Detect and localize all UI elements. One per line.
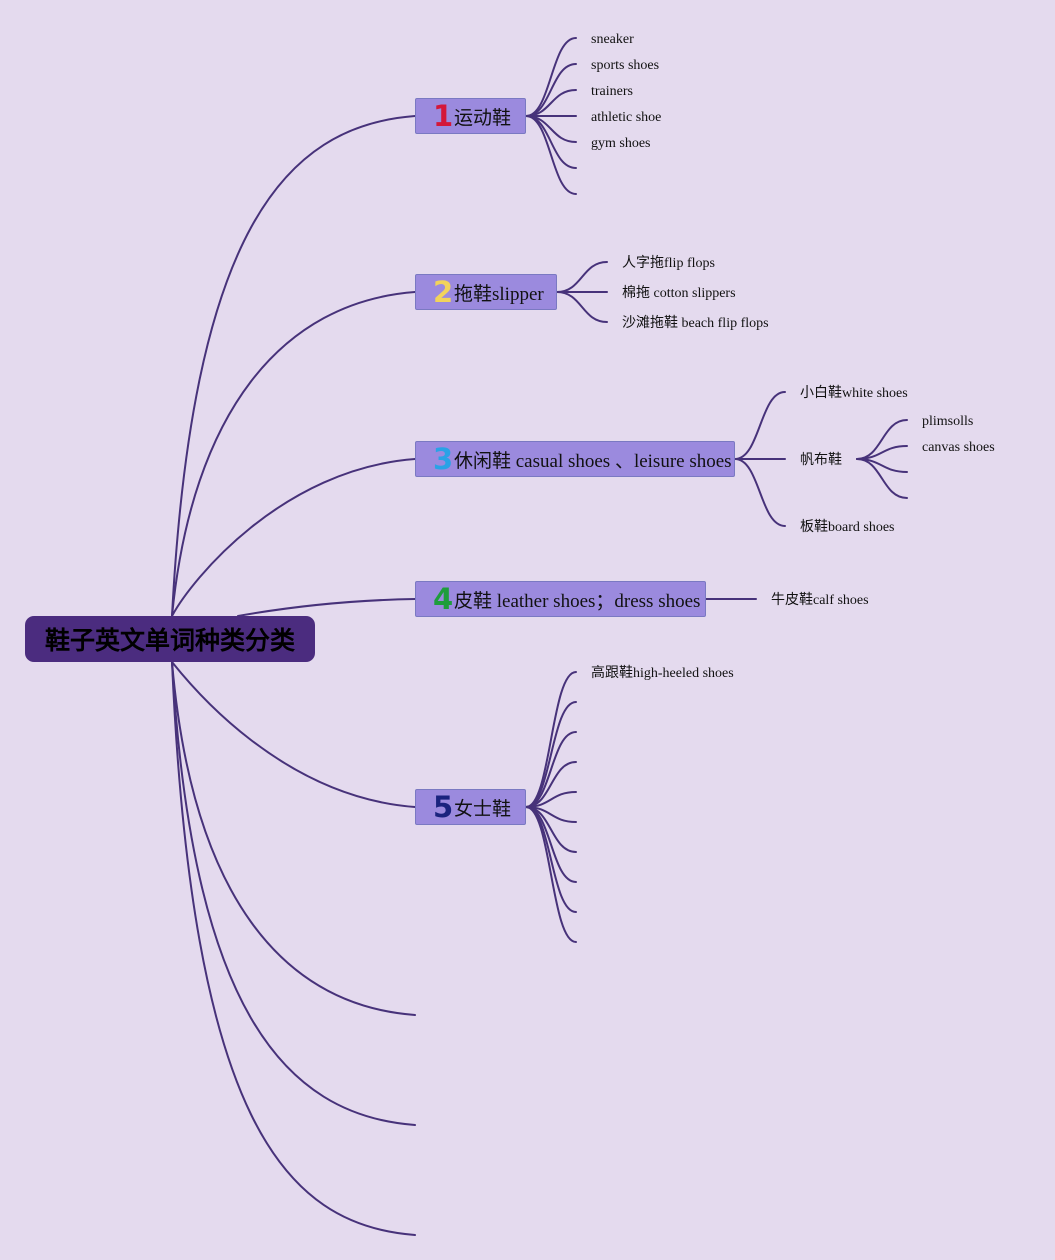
category-label: 休闲鞋 casual shoes 、leisure shoes: [454, 450, 732, 472]
leaf-item[interactable]: 沙滩拖鞋 beach flip flops: [622, 316, 769, 331]
root-connector: [171, 661, 416, 1236]
branch-connector: [525, 671, 577, 808]
root-title: 鞋子英文单词种类分类: [44, 626, 295, 655]
branch-connector: [525, 115, 577, 195]
branch-connector: [556, 261, 608, 293]
branch-connector: [856, 458, 908, 499]
number-badge-5: 5: [433, 789, 454, 824]
branch-connector: [525, 806, 577, 913]
root-connector: [171, 458, 416, 617]
subleaf-item[interactable]: plimsolls: [922, 414, 974, 429]
category-node-womens-shoes[interactable]: 5 女士鞋: [415, 789, 526, 825]
root-connector: [171, 661, 416, 808]
category-label: 运动鞋: [454, 107, 512, 129]
root-connector: [171, 661, 416, 1126]
leaf-item[interactable]: 棉拖 cotton slippers: [622, 286, 736, 301]
number-badge-1: 1: [433, 98, 454, 133]
leaf-item[interactable]: 小白鞋white shoes: [800, 386, 908, 401]
branch-connector: [734, 391, 786, 460]
category-label: 拖鞋slipper: [454, 283, 544, 305]
leaf-item[interactable]: 高跟鞋high-heeled shoes: [591, 666, 734, 681]
leaf-item[interactable]: sports shoes: [591, 58, 660, 73]
leaf-item[interactable]: sneaker: [591, 32, 634, 47]
root-connector: [171, 291, 416, 617]
leaf-item[interactable]: 牛皮鞋calf shoes: [771, 593, 869, 608]
category-node-leather-shoes[interactable]: 4 皮鞋 leather shoes；dress shoes: [415, 581, 706, 617]
category-node-sports-shoes[interactable]: 1 运动鞋: [415, 98, 526, 134]
category-label: 女士鞋: [454, 798, 512, 820]
number-badge-2: 2: [433, 274, 454, 309]
root-connector: [171, 661, 416, 1016]
root-node[interactable]: 鞋子英文单词种类分类: [25, 616, 315, 662]
leaf-item[interactable]: gym shoes: [591, 136, 651, 151]
branch-connector: [525, 731, 577, 808]
leaf-item[interactable]: 板鞋board shoes: [800, 520, 895, 535]
category-label: 皮鞋 leather shoes；dress shoes: [454, 590, 701, 612]
number-badge-4: 4: [433, 581, 454, 616]
category-node-casual-shoes[interactable]: 3 休闲鞋 casual shoes 、leisure shoes: [415, 441, 735, 477]
branch-connector: [525, 806, 577, 943]
root-connector: [237, 598, 416, 617]
branch-connector: [556, 291, 608, 323]
leaf-item[interactable]: trainers: [591, 84, 633, 99]
subleaf-item[interactable]: canvas shoes: [922, 440, 995, 455]
category-node-slipper[interactable]: 2 拖鞋slipper: [415, 274, 557, 310]
branch-connector: [734, 458, 786, 527]
branch-connector: [525, 37, 577, 117]
number-badge-3: 3: [433, 441, 454, 476]
root-connector: [171, 115, 416, 617]
leaf-item[interactable]: athletic shoe: [591, 110, 662, 125]
branch-connector: [525, 701, 577, 808]
leaf-item-canvas-shoes-group[interactable]: 帆布鞋: [800, 453, 842, 468]
leaf-item[interactable]: 人字拖flip flops: [622, 256, 715, 271]
